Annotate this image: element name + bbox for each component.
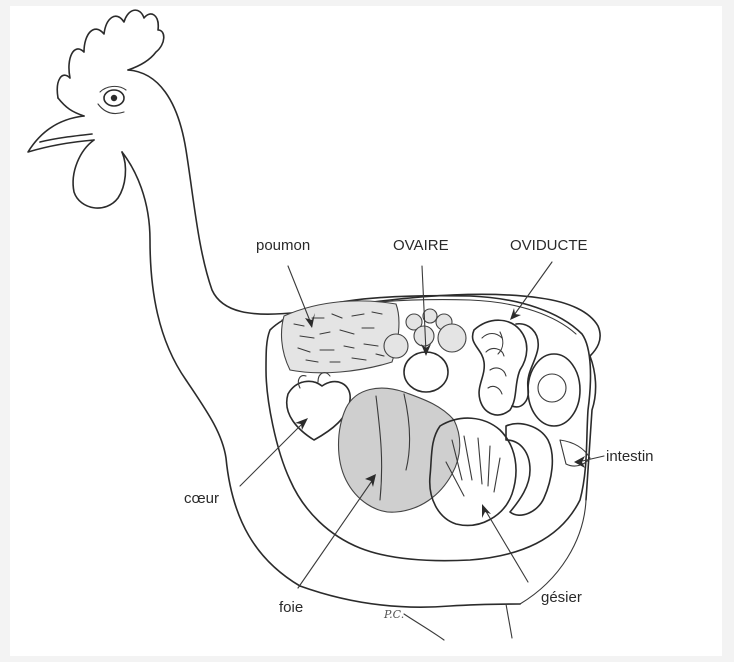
neck-front-outline: [122, 152, 300, 586]
oviduct: [473, 320, 527, 415]
ovary-follicle: [384, 334, 408, 358]
arrow-gesier: [482, 504, 491, 518]
comb: [57, 10, 163, 98]
label-coeur: cœur: [184, 490, 219, 507]
ovary-follicle: [438, 324, 466, 352]
intestine: [506, 424, 552, 515]
label-gesier: gésier: [541, 589, 582, 606]
egg-yolk: [538, 374, 566, 402]
belly-outline: [300, 586, 520, 607]
pointer-foie: [298, 478, 374, 588]
pointer-coeur: [240, 422, 304, 486]
liver: [339, 388, 460, 512]
label-oviducte: OVIDUCTE: [510, 237, 588, 254]
label-ovaire: OVAIRE: [393, 237, 449, 254]
shell-gland-egg: [528, 354, 580, 426]
pointer-gesier: [484, 508, 528, 582]
label-intestin: intestin: [606, 448, 654, 465]
leg-line: [506, 604, 512, 638]
heart-vessels: [298, 373, 330, 388]
oviduct-texture: [482, 332, 506, 394]
pointer-oviducte: [512, 262, 552, 318]
head-front-outline: [58, 98, 84, 116]
ovary-follicle: [414, 326, 434, 346]
label-foie: foie: [279, 599, 303, 616]
ovary-main: [404, 352, 448, 392]
arrow-coeur: [295, 418, 308, 430]
neck-back-outline: [128, 70, 300, 314]
label-poumon: poumon: [256, 237, 310, 254]
eye-pupil: [111, 95, 117, 101]
wattle: [73, 140, 125, 208]
beak: [28, 116, 94, 152]
belly-tip: [404, 614, 444, 640]
artist-signature: P.C.: [383, 608, 404, 621]
